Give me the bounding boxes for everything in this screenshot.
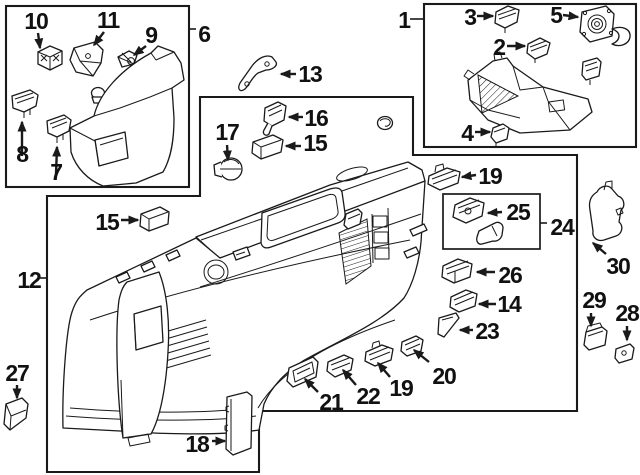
part-15-pad-mid [251, 134, 284, 160]
callout-1[interactable]: 1 [398, 7, 412, 33]
callout-6[interactable]: 6 [198, 21, 211, 47]
callout-arrows [12, 11, 632, 446]
part-23-strip [437, 312, 460, 338]
callout-15-left[interactable]: 15 [95, 209, 121, 235]
arrow-7 [52, 145, 62, 175]
part-25-pin [476, 221, 504, 245]
part-28-clip [614, 343, 635, 364]
callout-8[interactable]: 8 [16, 141, 30, 167]
callout-25[interactable]: 25 [506, 199, 532, 225]
callout-18[interactable]: 18 [185, 431, 211, 457]
callout-7[interactable]: 7 [50, 159, 63, 185]
callout-15-mid[interactable]: 15 [303, 130, 329, 156]
part-19-clip-lower [364, 340, 394, 367]
arrow-17 [222, 144, 232, 162]
part-19-clip-upper [427, 163, 461, 191]
callout-2[interactable]: 2 [493, 34, 506, 60]
group-box-6 [4, 4, 191, 189]
part-7-clip [46, 114, 72, 143]
arrow-22 [342, 368, 357, 386]
part-15-pad-left [139, 206, 170, 232]
part-9-screw-clip [117, 50, 138, 68]
arrow-11 [93, 31, 105, 47]
callout-4[interactable]: 4 [461, 120, 475, 146]
arrow-21 [303, 377, 319, 393]
part-grommet-main [376, 115, 394, 131]
arrow-20 [412, 349, 430, 363]
arrow-5 [562, 11, 580, 21]
part-3-clip [494, 5, 520, 33]
callout-9[interactable]: 9 [145, 22, 158, 48]
callout-26[interactable]: 26 [498, 262, 523, 288]
part-quarter-trim-panel [62, 161, 428, 447]
callout-28[interactable]: 28 [615, 300, 640, 326]
part-13-bracket [238, 55, 278, 92]
callout-21[interactable]: 21 [319, 389, 345, 415]
part-22-clip [326, 354, 354, 378]
part-17-grommet [213, 157, 243, 181]
callout-29[interactable]: 29 [582, 287, 607, 313]
part-4-clip [490, 123, 510, 147]
callout-10[interactable]: 10 [24, 8, 49, 34]
callout-3[interactable]: 3 [464, 4, 477, 30]
part-30-bracket [588, 180, 625, 242]
arrow-30 [591, 242, 607, 255]
group-box-24 [442, 193, 541, 250]
callout-13[interactable]: 13 [298, 61, 323, 87]
callout-19-upper[interactable]: 19 [478, 163, 503, 189]
part-2-clip [526, 37, 551, 63]
callout-11[interactable]: 11 [97, 7, 122, 33]
callout-16[interactable]: 16 [304, 105, 329, 131]
arrow-19b [377, 361, 391, 378]
arrow-9 [132, 45, 147, 56]
callout-19-lower[interactable]: 19 [389, 375, 414, 401]
part-27-wedge [3, 397, 29, 431]
arrow-25 [486, 207, 503, 217]
part-6-corner-trim-panel [69, 45, 185, 187]
part-small-clip-box1 [581, 57, 602, 85]
part-29-clip [583, 322, 608, 351]
callout-22[interactable]: 22 [356, 383, 381, 409]
callout-24[interactable]: 24 [550, 214, 576, 240]
part-8-clip [11, 89, 39, 118]
callout-14[interactable]: 14 [497, 291, 523, 317]
part-26-clip [441, 258, 473, 284]
part-20-clip [400, 335, 424, 357]
part-dpillar-trim [463, 51, 593, 134]
part-10-retainer-clip [37, 45, 63, 71]
callout-27[interactable]: 27 [5, 360, 30, 386]
callout-12[interactable]: 12 [17, 267, 42, 293]
callout-20[interactable]: 20 [432, 363, 457, 389]
part-5-speaker-bracket [579, 5, 631, 47]
arrow-10 [34, 32, 44, 50]
part-25-clip [452, 197, 485, 224]
arrow-19a [460, 171, 477, 181]
callout-30[interactable]: 30 [606, 253, 631, 279]
callout-23[interactable]: 23 [475, 318, 500, 344]
callout-17[interactable]: 17 [215, 119, 240, 145]
part-18-trim-plate [224, 391, 253, 456]
part-16-clip [262, 101, 287, 136]
group-box-1 [422, 2, 638, 149]
part-11-bracket [69, 41, 104, 77]
part-14-clip [449, 289, 478, 313]
callout-5[interactable]: 5 [550, 2, 564, 28]
